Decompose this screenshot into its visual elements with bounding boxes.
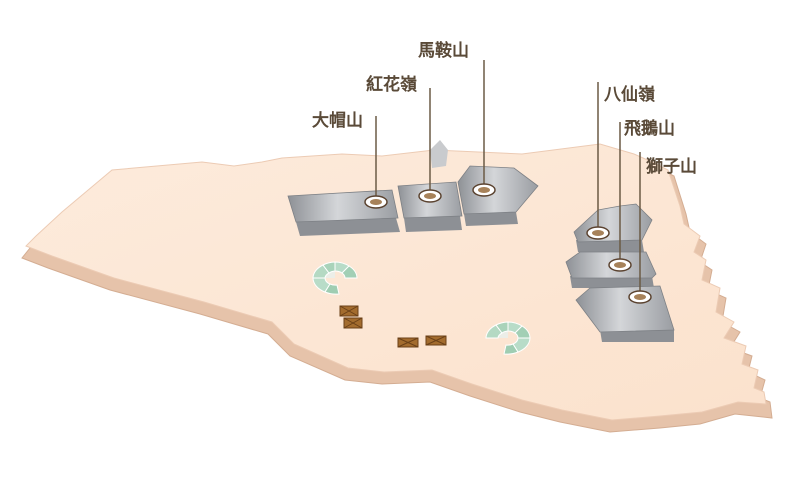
stair-left	[312, 261, 358, 295]
crate-stack-left	[339, 305, 363, 329]
location-tai-mo-shan[interactable]: 大帽山	[312, 110, 388, 209]
location-label: 馬鞍山	[418, 40, 469, 61]
location-fei-ngo-shan[interactable]: 飛鵝山	[608, 118, 675, 272]
location-hung-fa-ngam[interactable]: 紅花嶺	[366, 74, 442, 203]
location-label: 大帽山	[312, 110, 363, 131]
location-ma-on-shan[interactable]: 馬鞍山	[418, 40, 496, 197]
stair-right	[485, 321, 531, 355]
crate-row-center	[397, 335, 447, 348]
building-ma-on-shan	[430, 140, 539, 226]
location-label: 八仙嶺	[604, 84, 655, 105]
location-pat-sin-leng[interactable]: 八仙嶺	[586, 82, 655, 240]
location-label: 紅花嶺	[366, 74, 417, 95]
building-fei-ngo-shan	[565, 251, 657, 288]
location-label: 飛鵝山	[623, 118, 675, 139]
location-label: 獅子山	[645, 156, 697, 177]
location-lion-rock[interactable]: 獅子山	[628, 152, 697, 304]
